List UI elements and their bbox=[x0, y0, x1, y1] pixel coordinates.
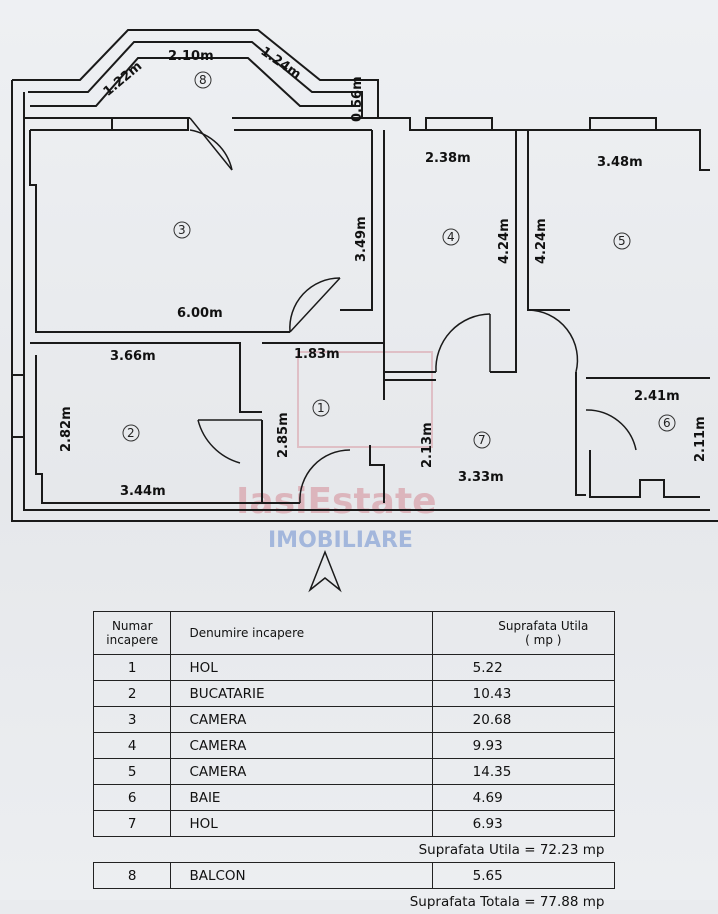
dim-balcony-left: 1.22m bbox=[101, 59, 146, 100]
row-name: BAIE bbox=[171, 785, 432, 811]
room-number-4: 4 bbox=[447, 230, 455, 244]
room-number-2: 2 bbox=[127, 426, 135, 440]
header-room-number-line2: incapere bbox=[94, 633, 170, 647]
dim-room2-bottom: 3.44m bbox=[120, 484, 166, 499]
area-table: Numar incapere Denumire incapere Suprafa… bbox=[93, 611, 615, 914]
row-nr: 3 bbox=[94, 707, 171, 733]
row-name: BUCATARIE bbox=[171, 681, 432, 707]
row-name: HOL bbox=[171, 811, 432, 837]
dim-room4-height: 4.24m bbox=[497, 218, 512, 264]
header-area-line2: ( mp ) bbox=[473, 633, 614, 647]
dim-room6-height: 2.11m bbox=[693, 416, 708, 462]
dim-balcony-mid: 2.10m bbox=[168, 49, 214, 64]
row-name: CAMERA bbox=[171, 733, 432, 759]
row-nr: 7 bbox=[94, 811, 171, 837]
row-area: 20.68 bbox=[432, 707, 614, 733]
room-number-3: 3 bbox=[178, 223, 186, 237]
row-name: CAMERA bbox=[171, 707, 432, 733]
useful-area-total: Suprafata Utila = 72.23 mp bbox=[94, 837, 615, 863]
table-row-balcony: 8 BALCON 5.65 bbox=[94, 863, 615, 889]
row-area: 10.43 bbox=[432, 681, 614, 707]
dim-balcony-right: 1.24m bbox=[258, 44, 304, 82]
row-area: 9.93 bbox=[432, 733, 614, 759]
row-area: 5.65 bbox=[432, 863, 614, 889]
dim-room4-width: 2.38m bbox=[425, 151, 471, 166]
dim-room2-height: 2.82m bbox=[59, 406, 74, 452]
watermark-subtitle: IMOBILIARE bbox=[268, 528, 413, 553]
useful-area-total-row: Suprafata Utila = 72.23 mp bbox=[94, 837, 615, 863]
room-number-8: 8 bbox=[199, 73, 207, 87]
dim-room6-width: 2.41m bbox=[634, 389, 680, 404]
dim-room5-width: 3.48m bbox=[597, 155, 643, 170]
watermark-logo-text: IasiEstate bbox=[236, 481, 437, 522]
room-number-5: 5 bbox=[618, 234, 626, 248]
header-area: Suprafata Utila ( mp ) bbox=[432, 612, 614, 655]
header-area-line1: Suprafata Utila bbox=[473, 619, 614, 633]
row-nr: 4 bbox=[94, 733, 171, 759]
room-number-1: 1 bbox=[317, 401, 325, 415]
row-nr: 2 bbox=[94, 681, 171, 707]
total-area-row: Suprafata Totala = 77.88 mp bbox=[94, 889, 615, 914]
room-markers: 8 3 4 5 1 2 7 6 bbox=[123, 72, 675, 448]
row-name: HOL bbox=[171, 655, 432, 681]
row-name: BALCON bbox=[171, 863, 432, 889]
row-nr: 6 bbox=[94, 785, 171, 811]
table-row: 6 BAIE 4.69 bbox=[94, 785, 615, 811]
dim-room3-height: 3.49m bbox=[354, 216, 369, 262]
table-row: 2 BUCATARIE 10.43 bbox=[94, 681, 615, 707]
dim-room7-height: 2.13m bbox=[420, 422, 435, 468]
room-number-7: 7 bbox=[478, 433, 486, 447]
total-area: Suprafata Totala = 77.88 mp bbox=[94, 889, 615, 914]
row-nr: 8 bbox=[94, 863, 171, 889]
row-area: 14.35 bbox=[432, 759, 614, 785]
dim-room7-width: 3.33m bbox=[458, 470, 504, 485]
watermark-building-icon bbox=[298, 352, 432, 447]
dim-room1-height: 2.85m bbox=[276, 412, 291, 458]
room-number-6: 6 bbox=[663, 416, 671, 430]
dim-room5-height: 4.24m bbox=[534, 218, 549, 264]
header-room-number: Numar incapere bbox=[94, 612, 171, 655]
header-room-number-line1: Numar bbox=[94, 619, 170, 633]
dim-balcony-depth: 0.56m bbox=[350, 76, 365, 122]
table-header-row: Numar incapere Denumire incapere Suprafa… bbox=[94, 612, 615, 655]
dim-room1-width: 1.83m bbox=[294, 347, 340, 362]
table-row: 1 HOL 5.22 bbox=[94, 655, 615, 681]
table-row: 3 CAMERA 20.68 bbox=[94, 707, 615, 733]
row-area: 4.69 bbox=[432, 785, 614, 811]
row-nr: 1 bbox=[94, 655, 171, 681]
dim-room2-top: 3.66m bbox=[110, 349, 156, 364]
header-room-name: Denumire incapere bbox=[171, 612, 432, 655]
row-area: 5.22 bbox=[432, 655, 614, 681]
row-name: CAMERA bbox=[171, 759, 432, 785]
dim-room3-width: 6.00m bbox=[177, 306, 223, 321]
row-area: 6.93 bbox=[432, 811, 614, 837]
north-arrow-icon bbox=[310, 552, 340, 590]
row-nr: 5 bbox=[94, 759, 171, 785]
floor-plan-drawing: IasiEstate IMOBILIARE bbox=[0, 0, 718, 600]
table-row: 4 CAMERA 9.93 bbox=[94, 733, 615, 759]
table-row: 5 CAMERA 14.35 bbox=[94, 759, 615, 785]
table-row: 7 HOL 6.93 bbox=[94, 811, 615, 837]
